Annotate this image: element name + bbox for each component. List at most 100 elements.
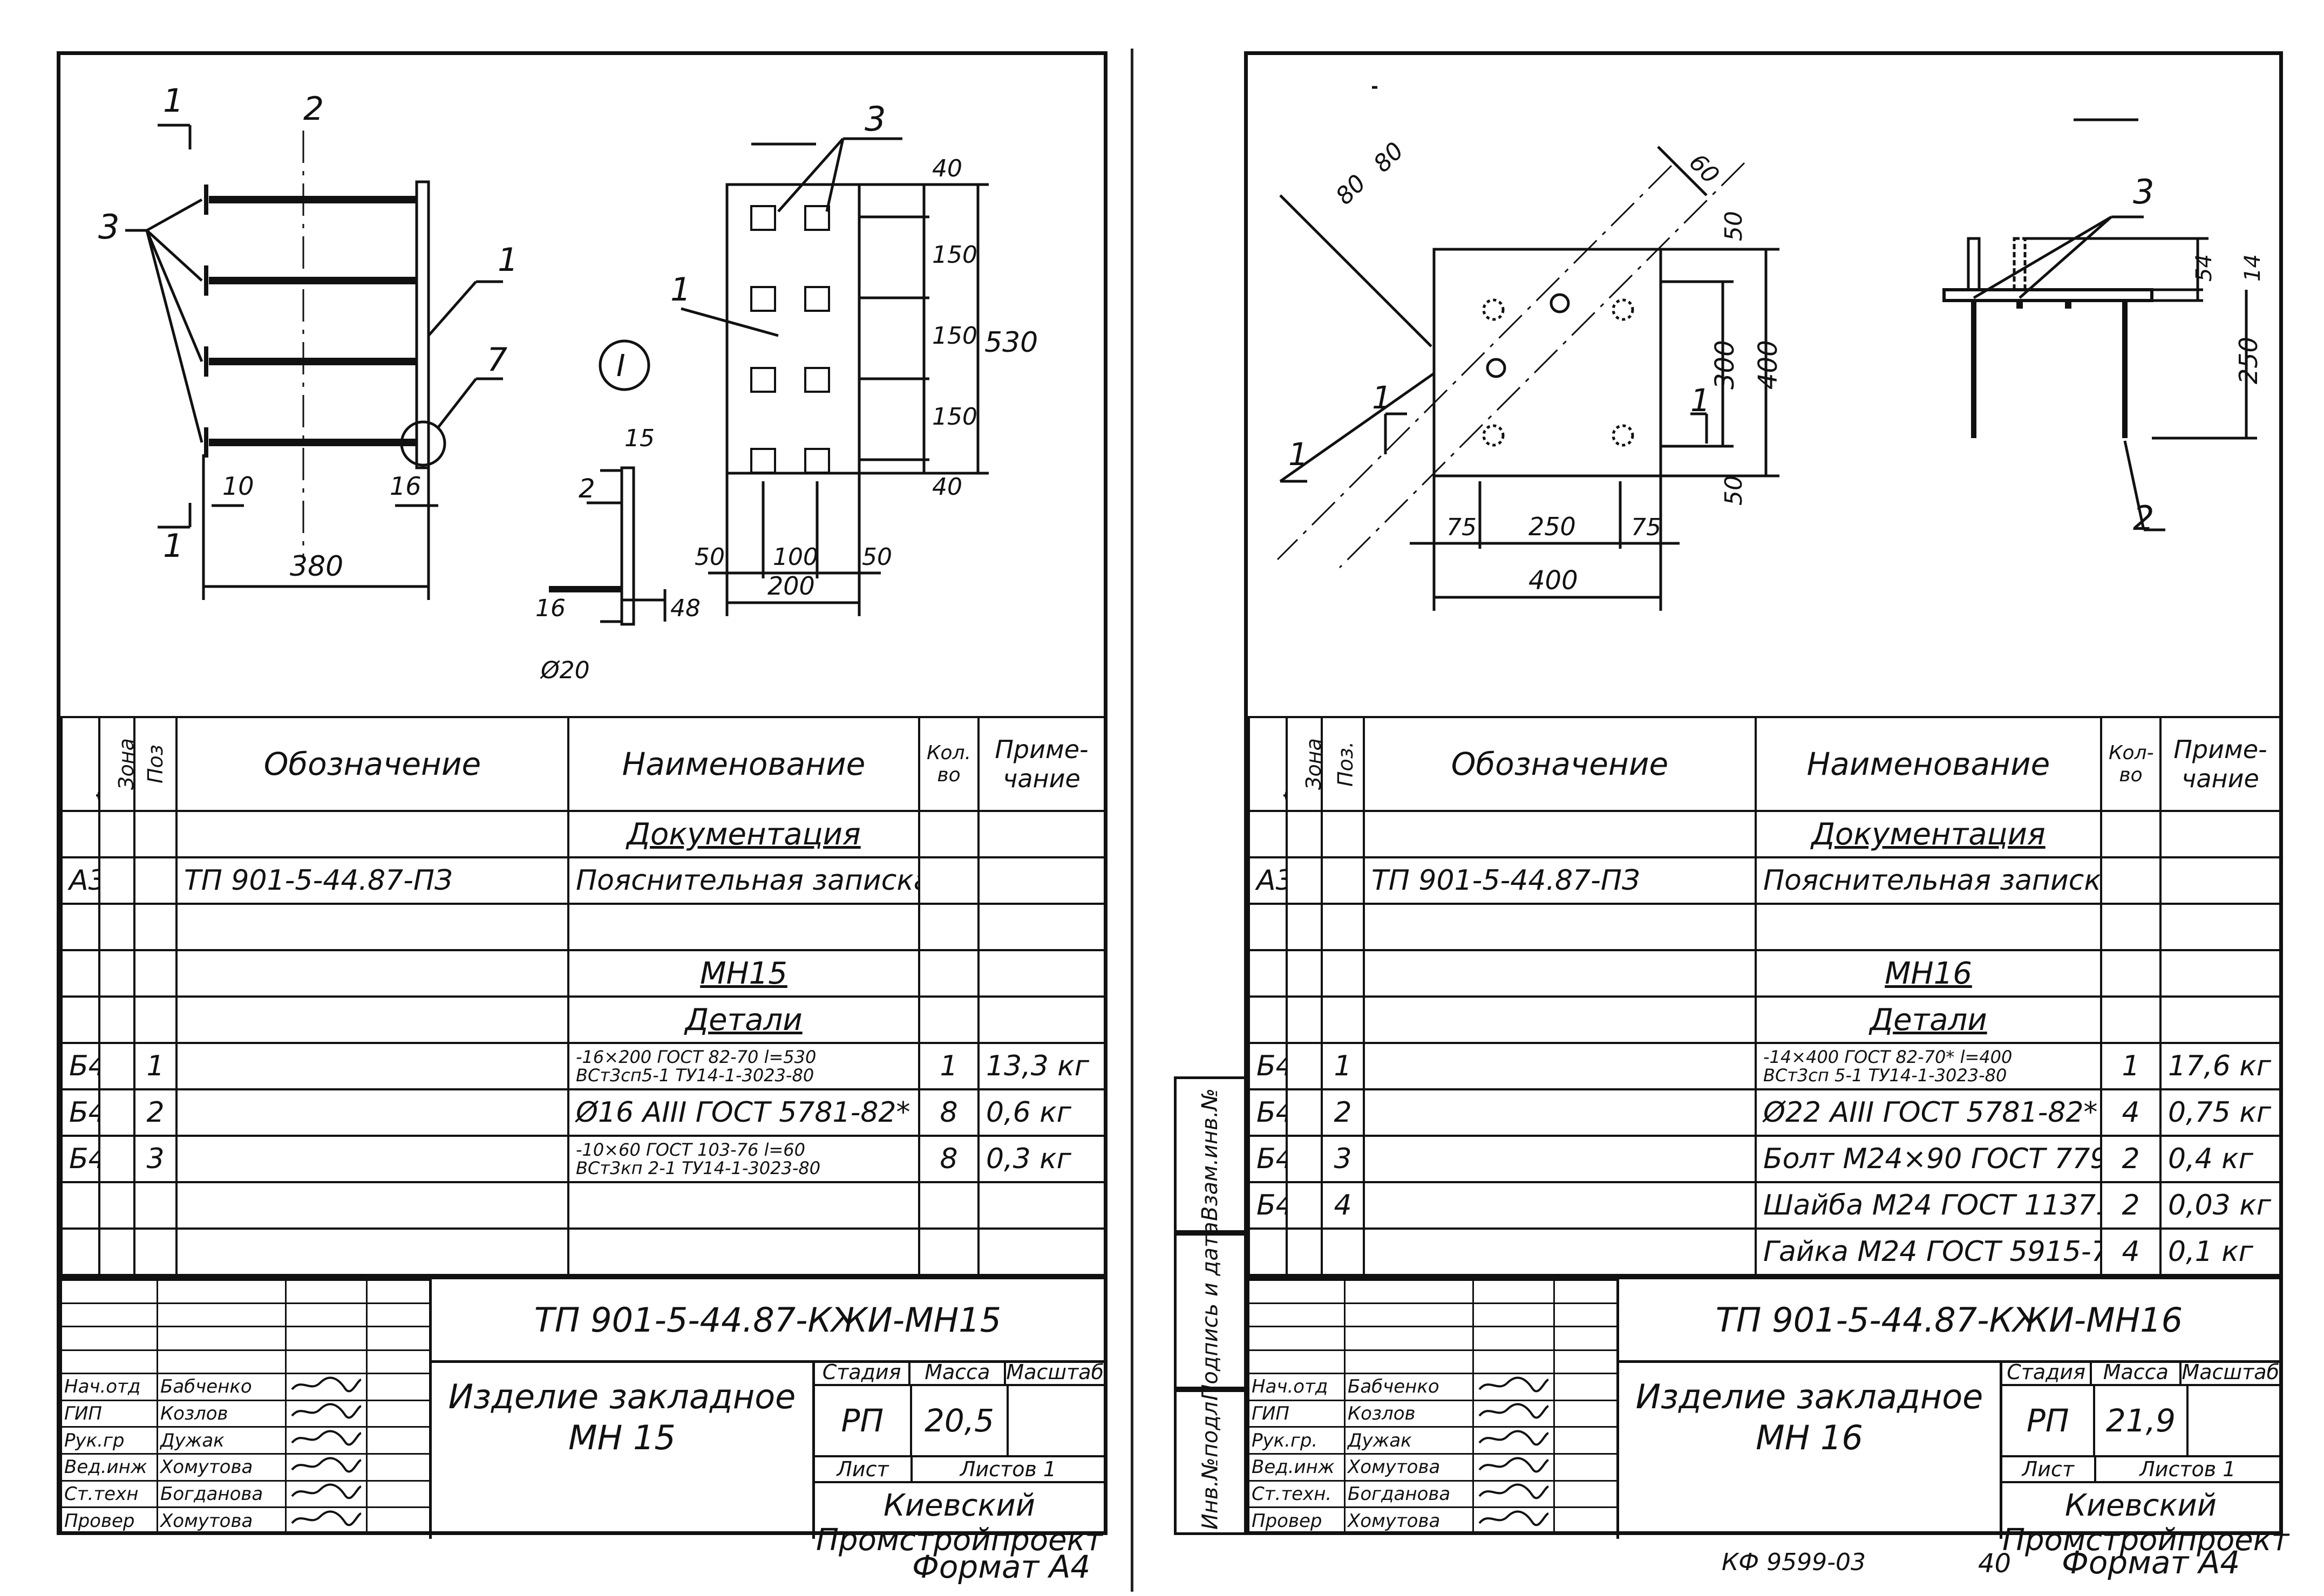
- spec-row: Детали: [60, 995, 1106, 1044]
- spec-cell-qty: 1: [2100, 1042, 2162, 1090]
- spec-cell-pos: [133, 949, 178, 998]
- signature-role: Провер: [1248, 1506, 1346, 1535]
- spec-cell-name: Документация: [1755, 810, 2102, 858]
- spec-header-row: Формат Зона Поз Обозначение Наименование…: [60, 716, 1106, 812]
- signature-mark: [1472, 1372, 1555, 1401]
- dim-75-left: 75: [1446, 514, 1477, 541]
- section-mark-bottom: 1: [163, 527, 184, 565]
- spec-row: [60, 1227, 1106, 1276]
- signature-mark: [285, 1479, 368, 1509]
- spec-cell-name: Документация: [567, 810, 920, 858]
- spec-cell-name: МН16: [1755, 949, 2102, 998]
- spec-cell-note: [2159, 903, 2281, 951]
- spec-cell-format: Б4: [1248, 1088, 1288, 1137]
- dim-2: 2: [579, 474, 595, 504]
- signature-date: [366, 1479, 431, 1509]
- dim-50-left: 50: [695, 543, 725, 571]
- signature-date: [366, 1372, 431, 1401]
- dim-150-2: 150: [932, 322, 977, 350]
- dim-75-right: 75: [1631, 514, 1661, 541]
- section-callout-3: 3: [865, 99, 886, 139]
- dim-400-v: 400: [1753, 340, 1783, 390]
- signature-role: Рук.гр.: [1248, 1426, 1346, 1455]
- spec-cell-note: 17,6 кг: [2159, 1042, 2281, 1090]
- spec-cell-designation: ТП 901-5-44.87-ПЗ: [1363, 856, 1757, 905]
- callout-1-r: 1: [1288, 436, 1308, 473]
- spec-cell-format: [60, 949, 100, 998]
- section-mark-top: 1: [163, 82, 184, 120]
- spec-cell-format: [60, 1227, 100, 1276]
- spec-rows-r: ДокументацияА3ТП 901-5-44.87-ПЗПояснител…: [1248, 810, 2281, 1276]
- spec-cell-zone: [98, 949, 135, 998]
- spec-row: Б43-10×60 ГОСТ 103-76 l=60 ВСт3кп 2-1 ТУ…: [60, 1135, 1106, 1183]
- spec-row: Документация: [1248, 810, 2281, 858]
- stage-value-r: РП: [2002, 1386, 2096, 1455]
- signature-role: ГИП: [60, 1399, 158, 1428]
- spec-cell-name: Шайба М24 ГОСТ 11371-78: [1755, 1181, 2102, 1230]
- scale-value-r: [2189, 1386, 2279, 1455]
- spec-cell-qty: [2100, 995, 2162, 1044]
- signature-date: [1553, 1399, 1618, 1428]
- spec-row: МН16: [1248, 949, 2281, 998]
- signature-row: Рук.гр.Дужак: [1248, 1426, 1618, 1455]
- spec-cell-format: Б4: [1248, 1181, 1288, 1230]
- org-line1-r: Киевский: [2064, 1488, 2217, 1523]
- spec-cell-qty: [918, 949, 980, 998]
- spec-cell-format: [1248, 949, 1288, 998]
- dim-48: 48: [670, 595, 701, 622]
- strip-sign-date: Подпись и дата: [1174, 1222, 1244, 1401]
- spec-cell-zone: [1286, 949, 1323, 998]
- spec-cell-qty: [918, 995, 980, 1044]
- callout-3: 3: [98, 207, 119, 247]
- signature-date: [366, 1399, 431, 1428]
- spec-cell-format: [60, 903, 100, 951]
- spec-cell-zone: [98, 995, 135, 1044]
- dim-200: 200: [767, 571, 815, 601]
- spec-cell-zone: [1286, 810, 1323, 858]
- spec-cell-format: [1248, 810, 1288, 858]
- dim-d20: Ø20: [540, 657, 590, 684]
- signature-mark: [285, 1426, 368, 1455]
- sheet-mn15: 1 2 3 1 7 I 1 3 1 10 16 380 15 2 16 48 Ø…: [57, 51, 1107, 1558]
- signature-name: Богданова: [1344, 1479, 1474, 1509]
- spec-cell-format: Б4: [60, 1088, 100, 1137]
- dim-150-1: 150: [932, 241, 977, 269]
- spec-rows: ДокументацияА3ТП 901-5-44.87-ПЗПояснител…: [60, 810, 1106, 1276]
- mass-label: Масса: [910, 1360, 1007, 1384]
- title-block-meta-r: Стадия Масса Масштаб РП 21,9 Лист Листов…: [2000, 1360, 2289, 1558]
- drawing-mn16: 3 1 1 1 2 80 80 60 50 300 400 50 75 250 …: [1248, 55, 2279, 716]
- org-line2: Промстройпроект: [816, 1523, 1103, 1558]
- spec-cell-qty: [918, 1227, 980, 1276]
- dim-50-bottom-r: 50: [1720, 475, 1748, 506]
- spec-cell-zone: [1286, 1181, 1323, 1230]
- spec-cell-designation: [1363, 810, 1757, 858]
- spec-cell-format: Б4: [60, 1042, 100, 1090]
- org-line1: Киевский: [883, 1488, 1035, 1523]
- title-name-line1-r: Изделие закладное: [1635, 1377, 1983, 1416]
- signature-role: Вед.инж: [60, 1452, 158, 1482]
- dim-50-right: 50: [862, 543, 892, 571]
- spec-cell-zone: [98, 1181, 135, 1230]
- section-callout-3-r: 3: [2133, 172, 2154, 212]
- spec-cell-note: [977, 903, 1106, 951]
- section-mark-left-r: 1: [1372, 379, 1392, 416]
- scale-label-r: Масштаб: [2182, 1360, 2279, 1384]
- spec-cell-qty: [918, 856, 980, 905]
- spec-cell-pos: [1321, 1227, 1365, 1276]
- spec-cell-zone: [1286, 856, 1323, 905]
- title-name-line2: МН 15: [568, 1418, 676, 1457]
- spec-cell-pos: 1: [1321, 1042, 1365, 1090]
- spec-cell-qty: [2100, 810, 2162, 858]
- drawing-mn16-svg: 3 1 1 1 2 80 80 60 50 300 400 50 75 250 …: [1276, 86, 2265, 611]
- signature-name: Хомутова: [157, 1452, 287, 1482]
- col-pos: Поз: [133, 716, 178, 812]
- dim-40-top: 40: [932, 155, 962, 182]
- spec-row: [60, 1181, 1106, 1230]
- spec-cell-designation: [175, 995, 569, 1044]
- spec-cell-name: Гайка М24 ГОСТ 5915-70*: [1755, 1227, 2102, 1276]
